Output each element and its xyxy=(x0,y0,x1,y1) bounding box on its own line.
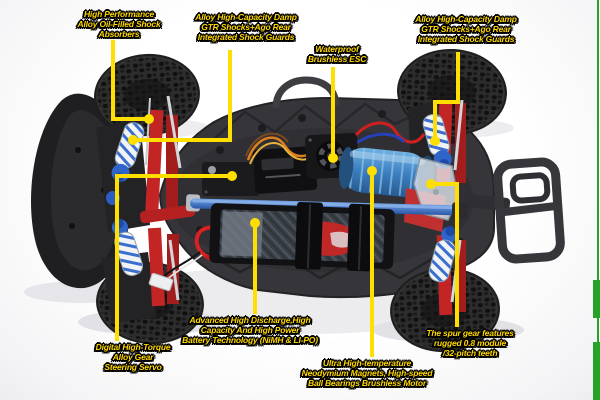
callout-rear-shock-guards: Alloy High-Capacity Damp GTR Shocks+Ago … xyxy=(415,14,517,44)
receiver-box xyxy=(252,146,318,194)
leader-front-shock-guards xyxy=(133,50,232,142)
callout-battery-technology: Advanced High Discharge,High Capacity An… xyxy=(182,315,318,345)
dot-spur-gear xyxy=(426,179,436,189)
leader-steering-servo xyxy=(115,174,232,341)
servo-connector xyxy=(148,272,174,292)
dot-front-shock-guards xyxy=(128,135,138,145)
green-edge-block-upper xyxy=(593,280,600,318)
battery-pack xyxy=(209,201,395,272)
callout-spur-gear: The spur gear features rugged 0.8 module… xyxy=(426,328,514,358)
dot-steering-servo xyxy=(227,171,237,181)
center-driveshaft xyxy=(185,194,469,219)
callout-leader-lines xyxy=(111,40,460,357)
green-edge-block-lower xyxy=(593,342,600,400)
rear-wheelie-bar xyxy=(465,157,565,264)
callout-steering-servo: Digital High-Torque Alloy Gear Steering … xyxy=(95,342,171,372)
dot-front-shock-absorbers xyxy=(144,114,154,124)
dot-battery xyxy=(250,218,260,228)
dot-rear-shock-guards xyxy=(430,136,440,146)
green-edge-line xyxy=(597,0,599,282)
callout-front-shock-absorbers: High Performance Alloy Oil-Filled Shock … xyxy=(77,9,161,39)
dot-waterproof-esc xyxy=(328,153,338,163)
leader-spur-gear xyxy=(431,182,459,327)
callout-waterproof-esc: Waterproof Brushless ESC xyxy=(307,44,367,64)
callout-dots xyxy=(128,114,440,228)
dot-motor xyxy=(367,166,377,176)
green-edge-line-gap xyxy=(597,318,599,342)
leader-front-shock-absorbers xyxy=(111,40,149,121)
callout-front-shock-guards: Alloy High-Capacity Damp GTR Shocks+Ago … xyxy=(195,12,297,42)
callout-brushless-motor: Ultra High-temperature Neodymium Magnets… xyxy=(301,358,433,388)
leader-rear-shock-guards xyxy=(433,52,460,141)
